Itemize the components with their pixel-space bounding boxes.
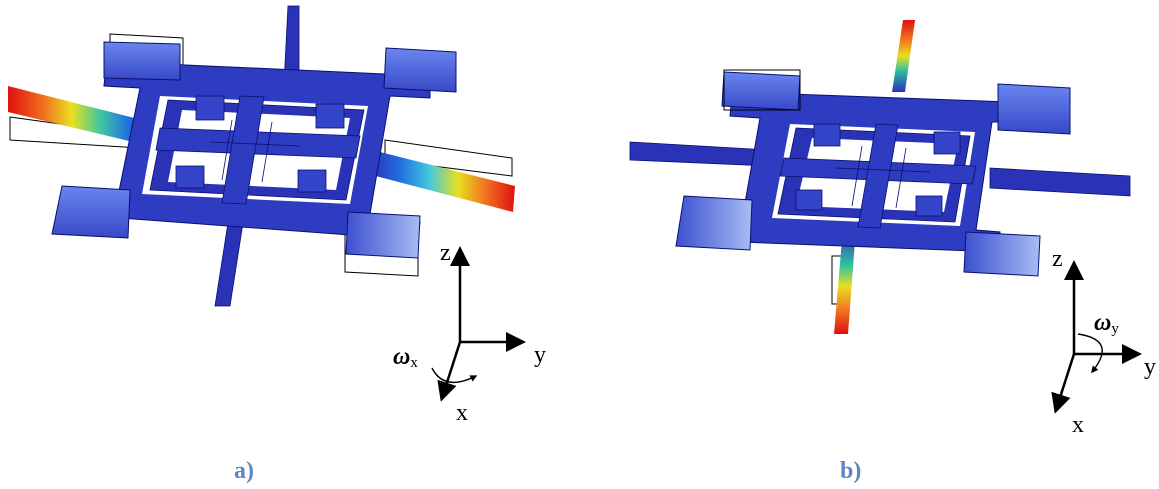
rotation-label: ωx xyxy=(393,344,418,371)
proof-mass xyxy=(315,103,345,129)
proof-mass xyxy=(175,165,205,189)
deformed-beam-top xyxy=(892,20,915,92)
anchor-block xyxy=(675,195,753,251)
cross-bar-v xyxy=(221,95,265,205)
proof-mass xyxy=(795,189,823,211)
y-axis-label: y xyxy=(1144,354,1156,380)
panel-a-structure xyxy=(8,5,515,307)
deformed-beam-right xyxy=(372,150,515,212)
rotation-label: ωy xyxy=(1094,310,1119,337)
rotation-arrow xyxy=(1077,333,1103,374)
anchor-block xyxy=(103,41,181,81)
panel-b-axes: z y x ωy xyxy=(1051,246,1156,438)
anchor-block xyxy=(51,185,131,239)
z-axis-label: z xyxy=(440,240,451,266)
z-axis-label: z xyxy=(1052,246,1063,272)
proof-mass xyxy=(297,169,327,193)
anchor-block xyxy=(997,83,1071,135)
rotation-symbol: ω xyxy=(1094,310,1111,336)
y-axis-label: y xyxy=(534,342,546,368)
x-axis-label: x xyxy=(1072,412,1084,438)
proof-mass xyxy=(813,123,841,147)
beam-left xyxy=(629,141,771,167)
panel-b-structure xyxy=(629,20,1131,334)
anchor-block xyxy=(383,47,457,93)
panel-a-axes: z y x ωx xyxy=(393,240,546,426)
cross-bar-v xyxy=(857,123,899,229)
undeformed-outline xyxy=(723,69,801,111)
deformed-beam-bottom xyxy=(834,228,856,334)
proof-mass xyxy=(933,131,961,155)
x-axis-arrow xyxy=(437,341,462,402)
rotation-subscript: y xyxy=(1111,321,1119,337)
x-axis-arrow xyxy=(1051,353,1076,414)
rotation-subscript: x xyxy=(410,355,418,371)
anchor-block xyxy=(721,71,801,111)
anchor-block xyxy=(963,231,1041,277)
proof-mass xyxy=(915,195,943,217)
central-grid xyxy=(209,119,301,183)
cross-bar-h xyxy=(155,127,361,159)
deformed-beam-left xyxy=(8,86,150,146)
panel-a-label: a) xyxy=(234,458,254,484)
x-axis-label: x xyxy=(456,400,468,426)
panel-b-label: b) xyxy=(840,458,861,484)
anchor-block xyxy=(345,211,421,259)
rotation-arrow xyxy=(431,367,478,384)
proof-mass xyxy=(195,95,225,121)
beam-right xyxy=(989,167,1131,197)
rotation-symbol: ω xyxy=(393,344,410,370)
central-grid xyxy=(835,145,931,209)
